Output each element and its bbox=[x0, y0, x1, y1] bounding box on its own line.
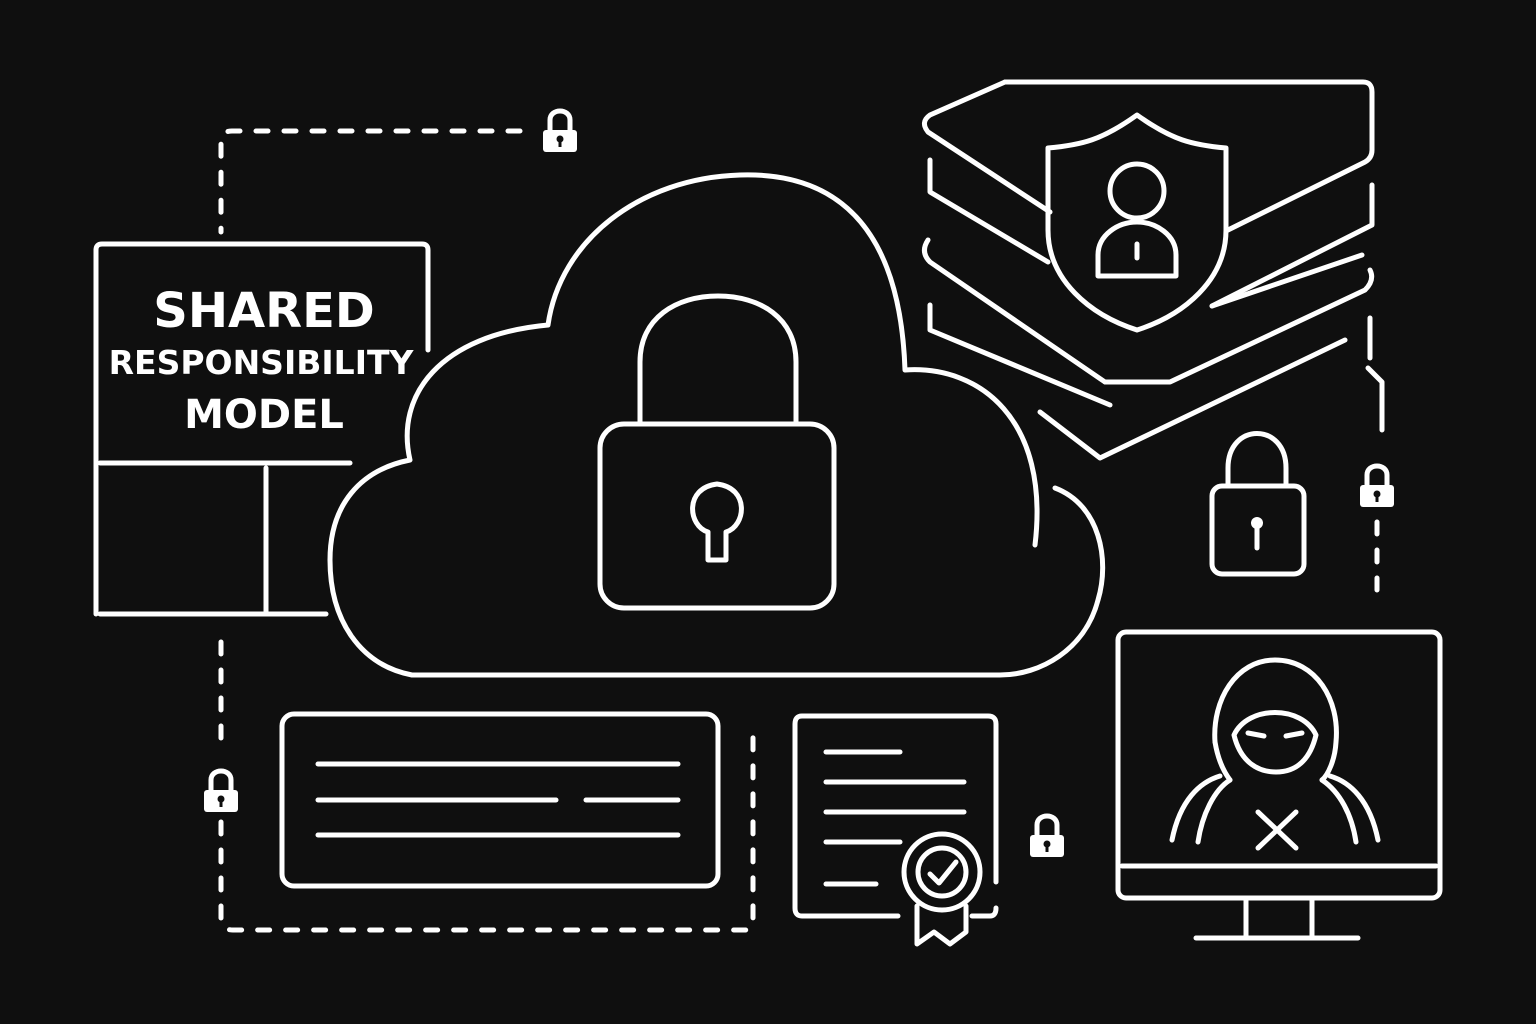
title-line-3: MODEL bbox=[184, 392, 344, 438]
dashed-connectors bbox=[218, 128, 1380, 933]
title-line-2: RESPONSIBILITY bbox=[109, 343, 415, 382]
small-padlock-icon bbox=[1360, 463, 1394, 507]
title-panel: SHARED RESPONSIBILITY MODEL bbox=[93, 241, 431, 617]
hacker-icon bbox=[1169, 657, 1381, 851]
monitor-icon bbox=[1115, 629, 1443, 941]
padlock-outline-icon bbox=[1209, 431, 1307, 577]
small-padlock-icon bbox=[1030, 813, 1064, 857]
certificate-icon bbox=[792, 713, 999, 947]
server-stack-icon bbox=[922, 79, 1385, 461]
padlock-icon bbox=[597, 293, 837, 611]
title-line-1: SHARED bbox=[153, 283, 374, 339]
small-padlock-icon bbox=[543, 108, 577, 152]
cloud-icon bbox=[327, 172, 1106, 678]
shield-user-icon bbox=[1045, 112, 1229, 333]
text-document-icon bbox=[279, 711, 721, 889]
small-padlock-icon bbox=[204, 768, 238, 812]
